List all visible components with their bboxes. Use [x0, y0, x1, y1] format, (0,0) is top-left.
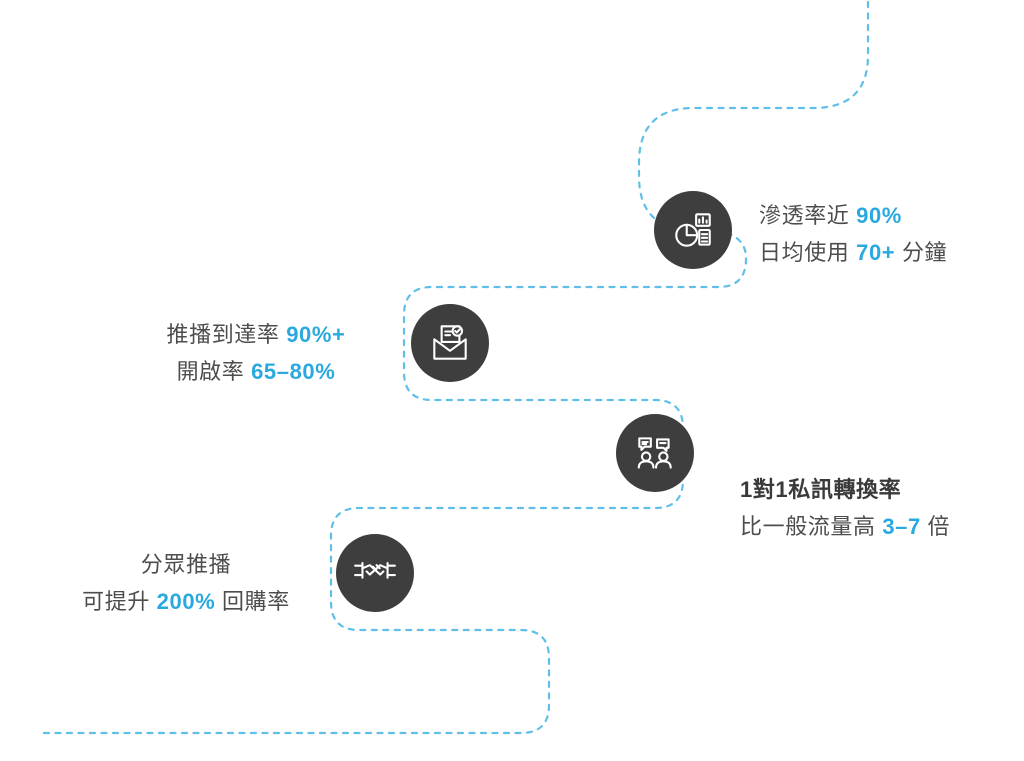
stat-highlight: 200%: [156, 589, 216, 614]
milestone-node-app-usage: [654, 191, 732, 269]
milestone-node-segmented-push: [336, 534, 414, 612]
icon-strokes: [637, 437, 672, 469]
stat-text: 1對1私訊轉換率: [740, 477, 902, 502]
stat-highlight: 65–80%: [251, 359, 336, 384]
stat-text: 推播到達率: [166, 322, 287, 347]
chat-users-icon: [637, 437, 672, 469]
stat-label-segmented-push: 分眾推播 可提升 200% 回購率: [66, 546, 306, 620]
stat-text: 比一般流量高: [740, 514, 883, 539]
stat-line: 分眾推播: [66, 546, 306, 583]
stat-text: 日均使用: [759, 240, 857, 265]
stat-highlight: 90%+: [286, 322, 346, 347]
stat-label-one-on-one-chat: 1對1私訊轉換率 比一般流量高 3–7 倍: [740, 471, 950, 545]
stat-highlight: 90%: [856, 203, 902, 228]
handshake-icon: [354, 562, 396, 579]
icon-strokes: [675, 213, 711, 247]
stat-text: 分眾推播: [140, 552, 232, 577]
stat-highlight: 70+: [856, 240, 896, 265]
stat-text: 可提升: [82, 589, 157, 614]
pie-chart-report-icon: [675, 213, 711, 247]
stat-label-app-usage: 滲透率近 90% 日均使用 70+ 分鐘: [759, 197, 947, 271]
stat-text: 開啟率: [176, 359, 252, 384]
icon-strokes: [433, 325, 467, 360]
milestone-node-push-delivery: [411, 304, 489, 382]
stat-line: 推播到達率 90%+: [136, 316, 376, 353]
stat-line: 1對1私訊轉換率: [740, 471, 950, 508]
email-checklist-icon: [433, 325, 467, 360]
stat-line: 開啟率 65–80%: [136, 353, 376, 390]
stat-highlight: 3–7: [882, 514, 921, 539]
stat-line: 可提升 200% 回購率: [66, 583, 306, 620]
stat-text: 分鐘: [895, 240, 948, 265]
milestone-node-one-on-one-chat: [616, 414, 694, 492]
stat-text: 回購率: [215, 589, 290, 614]
stat-line: 滲透率近 90%: [759, 197, 947, 234]
stat-label-push-delivery: 推播到達率 90%+ 開啟率 65–80%: [136, 316, 376, 390]
stat-text: 滲透率近: [759, 203, 857, 228]
stat-text: 倍: [920, 514, 951, 539]
stat-line: 比一般流量高 3–7 倍: [740, 508, 950, 545]
dashed-route-path: [40, 0, 870, 735]
icon-strokes: [354, 562, 396, 579]
stat-line: 日均使用 70+ 分鐘: [759, 234, 947, 271]
